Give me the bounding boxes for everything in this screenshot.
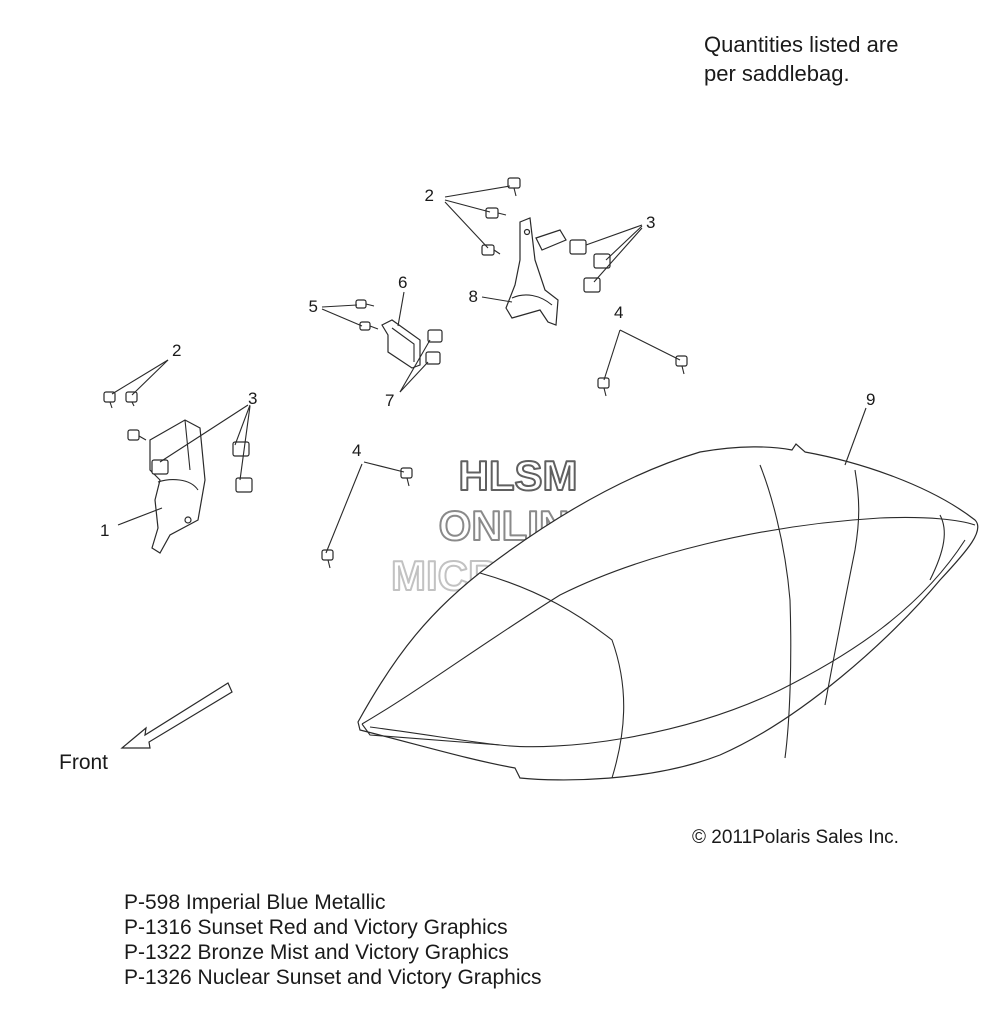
- leader-lines: [111, 185, 867, 554]
- strap-6: [381, 319, 421, 369]
- bolt: [597, 377, 610, 397]
- clip-nut: [583, 277, 601, 293]
- clip-nut: [427, 329, 443, 343]
- callout-7: 7: [385, 391, 394, 410]
- callout-1: 1: [100, 521, 109, 540]
- callout-4-lower: 4: [352, 441, 361, 460]
- callout-8: 8: [469, 287, 478, 306]
- quantity-note: Quantities listed are per saddlebag.: [704, 30, 898, 88]
- callout-2-upper: 2: [425, 186, 434, 205]
- callout-numbers: 2 3 8 6 5 7 4 2 3 1 4 9: [100, 186, 875, 540]
- quantity-note-line-1: Quantities listed are: [704, 32, 899, 57]
- bolt: [481, 244, 501, 256]
- bolt: [359, 321, 379, 331]
- paint-code-item: P-1322 Bronze Mist and Victory Graphics: [124, 941, 509, 964]
- bracket-left: [149, 419, 206, 554]
- clip-nut: [569, 239, 587, 255]
- callout-4-upper: 4: [614, 303, 623, 322]
- clip-nut: [235, 477, 253, 493]
- watermark-line-1: HLSM: [459, 452, 578, 499]
- saddlebag-shell: [357, 443, 979, 781]
- bolt: [355, 299, 375, 309]
- bolt: [103, 391, 116, 409]
- paint-code-item: P-1316 Sunset Red and Victory Graphics: [124, 916, 508, 939]
- bolt: [321, 549, 334, 569]
- callout-3-left: 3: [248, 389, 257, 408]
- bolt: [485, 207, 507, 219]
- paint-code-item: P-598 Imperial Blue Metallic: [124, 891, 386, 914]
- fasteners: [103, 177, 688, 569]
- clip-nuts: [151, 239, 611, 493]
- callout-6: 6: [398, 273, 407, 292]
- callout-5: 5: [309, 297, 318, 316]
- clip-nut: [425, 351, 441, 365]
- quantity-note-line-2: per saddlebag.: [704, 61, 850, 86]
- front-arrow-icon: [120, 682, 233, 749]
- clip-nut: [151, 459, 169, 475]
- paint-code-item: P-1326 Nuclear Sunset and Victory Graphi…: [124, 966, 542, 989]
- bolt: [400, 467, 413, 487]
- front-label: Front: [59, 751, 109, 774]
- callout-3-upper: 3: [646, 213, 655, 232]
- callout-9: 9: [866, 390, 875, 409]
- bolt: [675, 355, 688, 375]
- clip-nut: [593, 253, 611, 269]
- bolt: [125, 391, 138, 407]
- bolt: [507, 177, 521, 197]
- copyright: © 2011Polaris Sales Inc.: [692, 827, 899, 848]
- callout-2-left: 2: [172, 341, 181, 360]
- bolt: [127, 429, 147, 441]
- bracket-upper: [505, 217, 567, 326]
- paint-code-list: P-598 Imperial Blue Metallic P-1316 Suns…: [124, 890, 542, 990]
